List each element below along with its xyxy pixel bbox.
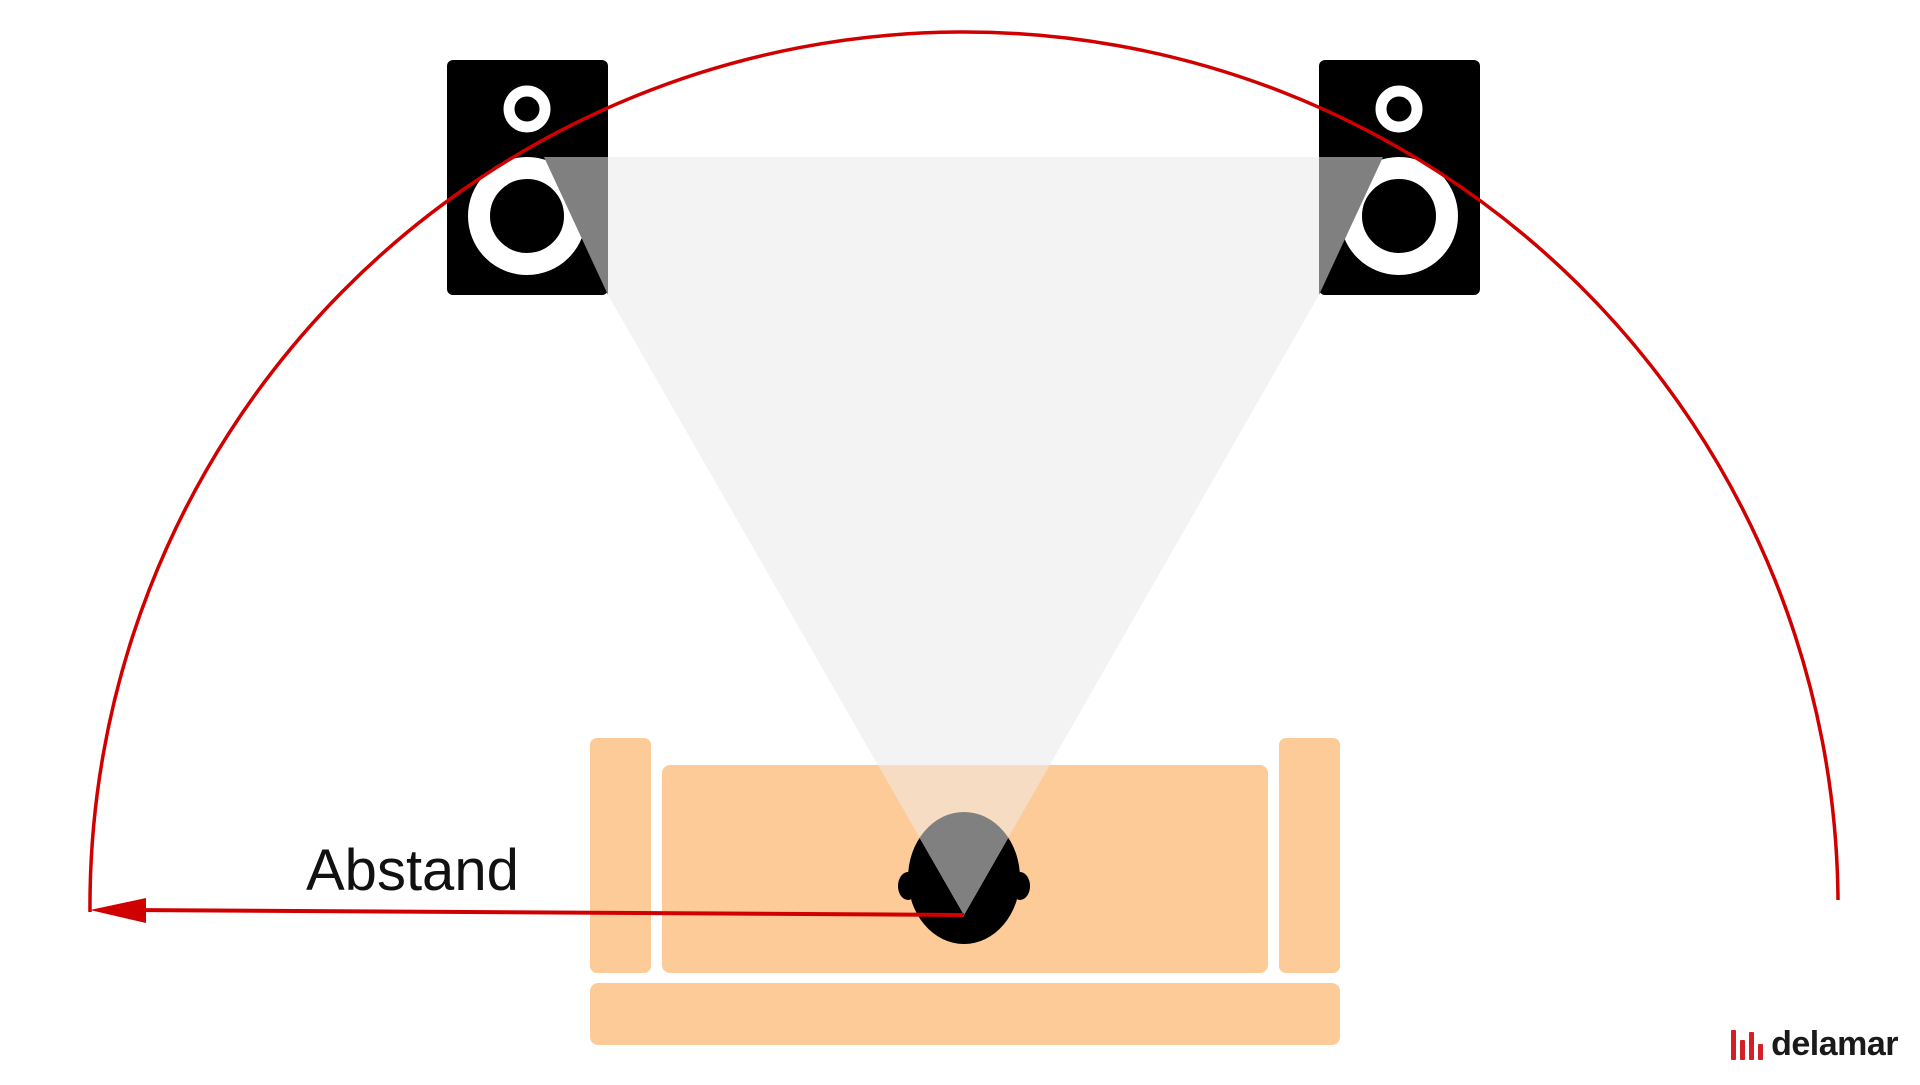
distance-arrow	[90, 898, 965, 923]
distance-arrow-line	[124, 908, 965, 917]
right-speaker-tweeter	[1375, 85, 1423, 133]
logo-bars-icon	[1731, 1028, 1764, 1060]
distance-arrow-head	[90, 898, 146, 923]
brand-name: delamar	[1771, 1025, 1898, 1063]
right-speaker	[1319, 60, 1480, 295]
sofa-base	[590, 983, 1340, 1045]
sofa-right-armrest	[1279, 738, 1340, 973]
brand-logo: delamar	[1731, 1025, 1898, 1063]
distance-arc	[88, 30, 1840, 913]
distance-label: Abstand	[306, 838, 519, 903]
stereo-triangle	[608, 157, 1319, 915]
sofa-left-armrest	[590, 738, 651, 973]
left-speaker-tweeter	[503, 85, 551, 133]
